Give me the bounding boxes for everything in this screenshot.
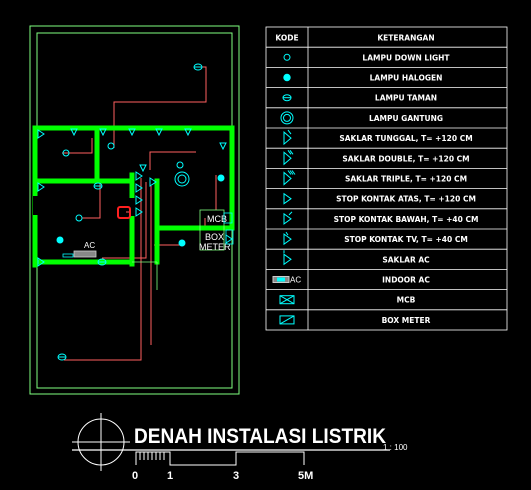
scale-tick-3: 3	[233, 470, 239, 482]
indoor-ac-symbol	[62, 250, 97, 258]
garden-light-symbol	[57, 353, 67, 361]
switch-stack-symbol	[135, 164, 157, 217]
drawing-title: DENAH INSTALASI LISTRIK	[134, 425, 386, 448]
downlight-symbol	[107, 142, 115, 150]
scale-tick-0: 0	[132, 470, 138, 482]
legend-item-label: LAMPU TAMAN	[375, 94, 437, 103]
legend-table-frame	[265, 26, 508, 331]
garden-light-symbol	[97, 258, 107, 266]
switch-symbol	[99, 128, 107, 137]
legend-saklar-double-icon	[283, 150, 294, 166]
legend-item-label: LAMPU DOWN LIGHT	[362, 53, 450, 62]
legend-item-label: SAKLAR DOUBLE, T= +120 CM	[342, 154, 469, 163]
legend-item-label: SAKLAR TRIPLE, T= +120 CM	[345, 175, 467, 184]
legend-item-label: STOP KONTAK TV, T= +40 CM	[344, 235, 468, 244]
legend-item-label: STOP KONTAK BAWAH, T= +40 CM	[334, 215, 479, 224]
scale-tick-1: 1	[167, 470, 173, 482]
highlight-marker	[117, 206, 131, 219]
legend-stop-atas-icon	[283, 192, 292, 205]
downlight-symbol	[176, 161, 184, 169]
wall-openings	[33, 196, 135, 216]
downlight-symbol	[75, 214, 83, 222]
legend-item-label: BOX METER	[382, 316, 431, 325]
legend-item-label: SAKLAR TUNGGAL, T= +120 CM	[339, 134, 472, 143]
legend-rows: KODE KETERANGAN LAMPU DOWN LIGHT LAMPU HALO…	[266, 34, 507, 325]
legend-gantung-icon	[280, 111, 294, 125]
halogen-symbol	[178, 239, 186, 247]
legend-indoor-ac-code: AC	[290, 276, 301, 285]
box-meter-symbol	[225, 229, 234, 245]
legend-saklar-triple-icon	[283, 170, 296, 186]
switch-symbol	[70, 128, 78, 137]
scale-text: 1 : 100	[383, 443, 408, 452]
legend-header-desc: KETERANGAN	[377, 34, 434, 43]
meter-label: METER	[199, 242, 231, 252]
switch-symbol	[37, 257, 45, 267]
legend-stop-tv-icon	[283, 231, 292, 246]
garden-light-symbol	[193, 63, 203, 71]
fixture-symbols	[37, 63, 233, 361]
halogen-symbol	[56, 236, 64, 244]
legend-stop-bawah-icon	[283, 211, 293, 225]
switch-symbol	[184, 128, 192, 137]
legend-box-meter-icon	[279, 315, 295, 325]
mcb-label: MCB	[207, 214, 227, 224]
legend-item-label: MCB	[397, 296, 416, 305]
mcb-symbol	[223, 212, 233, 224]
legend-item-label: LAMPU GANTUNG	[369, 114, 443, 123]
switch-symbol	[37, 182, 45, 192]
legend-saklar-tunggal-icon	[283, 129, 292, 146]
ac-label: AC	[84, 241, 95, 250]
halogen-symbol	[217, 174, 225, 182]
legend-saklar-ac-icon	[283, 250, 292, 266]
legend-item-label: LAMPU HALOGEN	[370, 74, 443, 83]
downlight-symbol	[62, 149, 70, 157]
switch-symbol	[37, 129, 45, 139]
switch-symbol	[219, 142, 227, 151]
legend-header-code: KODE	[275, 34, 298, 43]
garden-light-symbol	[93, 182, 103, 190]
switch-symbol	[155, 128, 163, 137]
scale-bar	[135, 451, 305, 466]
switch-symbol	[128, 128, 136, 137]
legend-item-label: INDOOR AC	[382, 276, 430, 285]
legend-halogen-icon	[283, 73, 291, 82]
legend-downlight-icon	[283, 53, 291, 61]
room-outlines	[132, 209, 225, 290]
legend-indoor-ac-icon	[272, 276, 290, 283]
legend-mcb-icon	[279, 295, 295, 305]
legend-item-label: STOP KONTAK ATAS, T= +120 CM	[336, 195, 476, 204]
box-label: BOX	[205, 232, 224, 242]
scale-tick-5m: 5M	[298, 470, 313, 482]
legend-taman-icon	[282, 94, 292, 102]
legend-item-label: SAKLAR AC	[382, 255, 430, 264]
north-arrow-symbol	[72, 413, 130, 471]
pendant-lamp-symbol	[174, 171, 190, 187]
